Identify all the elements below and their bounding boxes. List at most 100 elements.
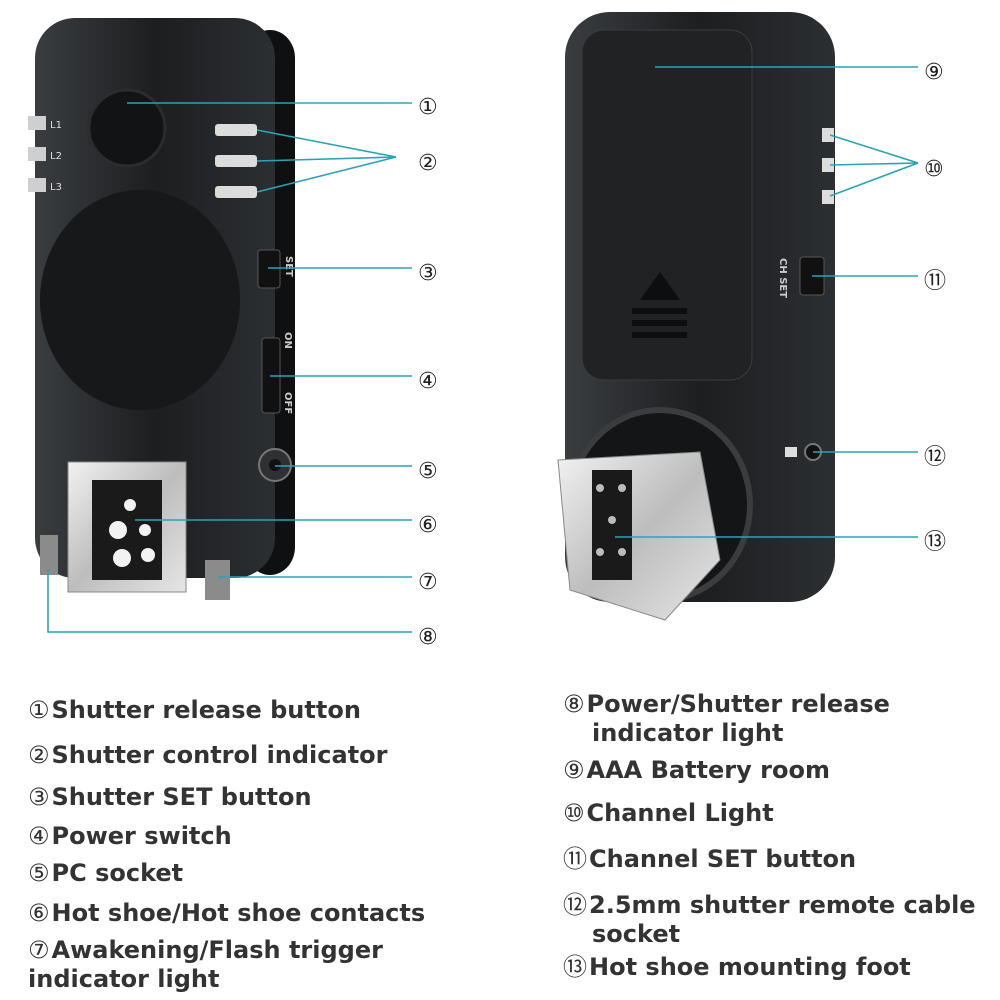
legend-text: Shutter control indicator xyxy=(51,741,388,769)
battery-arrow xyxy=(640,272,680,300)
legend-item-6: ⑥Hot shoe/Hot shoe contacts xyxy=(28,899,425,928)
mount-foot-pin xyxy=(608,516,616,524)
battery-cover xyxy=(581,29,753,381)
battery-grip-line xyxy=(632,320,687,326)
mount-foot-pin xyxy=(596,484,604,492)
mount-foot-pin xyxy=(618,548,626,556)
legend-text: PC socket xyxy=(51,859,184,887)
callout-2: ② xyxy=(418,151,438,176)
leader-lines xyxy=(47,66,919,633)
legend-num: ⑤ xyxy=(28,859,50,887)
callout-5: ⑤ xyxy=(418,459,438,484)
callout-3: ③ xyxy=(418,261,438,286)
awakening-light xyxy=(205,560,230,600)
back-view-device: CH SET xyxy=(557,12,835,621)
indicator-light-3 xyxy=(215,186,257,198)
front-grip-panel xyxy=(40,190,240,410)
legend-num: ⑨ xyxy=(563,756,585,784)
legend-num: ④ xyxy=(28,822,50,850)
off-label: OFF xyxy=(282,392,293,414)
legend-text-line2: indicator light xyxy=(592,719,784,747)
leader-10a xyxy=(829,134,919,164)
legend-num: ⑧ xyxy=(563,690,585,718)
indicator-light-2 xyxy=(215,155,257,167)
l3-light xyxy=(28,178,46,192)
callout-numbers: ① ② ③ ④ ⑤ ⑥ ⑦ ⑧ ⑨ ⑩ ⑪ ⑫ ⑬ xyxy=(418,60,946,650)
callout-10: ⑩ xyxy=(924,157,944,182)
callout-7: ⑦ xyxy=(418,570,438,595)
legend-item-1: ①Shutter release button xyxy=(28,696,361,725)
legend-text: Hot shoe mounting foot xyxy=(589,953,911,981)
l2-label: L2 xyxy=(50,151,62,162)
hot-shoe-contact xyxy=(113,549,131,567)
legend-num: ⑬ xyxy=(563,953,587,981)
legend-num: ③ xyxy=(28,783,50,811)
legend-num: ⑪ xyxy=(563,845,587,873)
l1-label: L1 xyxy=(50,120,62,131)
callout-11: ⑪ xyxy=(924,269,946,294)
legend-item-2: ②Shutter control indicator xyxy=(28,741,388,770)
legend-text: Power/Shutter release xyxy=(586,690,890,718)
legend-num: ② xyxy=(28,741,50,769)
indicator-light-1 xyxy=(215,124,257,136)
legend-item-8: ⑧Power/Shutter release indicator light xyxy=(563,690,890,748)
power-indicator-light xyxy=(40,535,58,575)
legend-text-line2: socket xyxy=(592,920,681,948)
shutter-release-button xyxy=(87,88,167,168)
hot-shoe-contact xyxy=(139,524,151,536)
ch-set-label: CH SET xyxy=(777,258,788,298)
device-diagram: L1 L2 L3 SET ON OFF xyxy=(28,12,946,650)
legend-item-9: ⑨AAA Battery room xyxy=(563,756,830,785)
leader-8 xyxy=(47,570,412,633)
legend-text: Shutter SET button xyxy=(51,783,312,811)
legend-text: Hot shoe/Hot shoe contacts xyxy=(51,899,426,927)
legend-item-7: ⑦Awakening/Flash trigger indicator light xyxy=(28,936,383,994)
callout-1: ① xyxy=(418,95,438,120)
legend-item-13: ⑬Hot shoe mounting foot xyxy=(563,953,911,982)
leader-10b xyxy=(829,162,919,166)
l3-label: L3 xyxy=(50,182,62,193)
legend-text: AAA Battery room xyxy=(586,756,830,784)
leader-2b xyxy=(256,156,397,162)
front-view-device: L1 L2 L3 SET ON OFF xyxy=(28,18,295,600)
legend-text: Shutter release button xyxy=(51,696,361,724)
callout-12: ⑫ xyxy=(924,445,946,470)
legend-num: ① xyxy=(28,696,50,724)
legend-item-10: ⑩Channel Light xyxy=(563,799,774,828)
legend-text: Channel SET button xyxy=(589,845,857,873)
channel-light-1 xyxy=(822,128,834,142)
legend-item-3: ③Shutter SET button xyxy=(28,783,312,812)
legend-num: ⑩ xyxy=(563,799,585,827)
legend-text: Power switch xyxy=(51,822,232,850)
leader-2c xyxy=(256,156,397,193)
legend-text-line2: indicator light xyxy=(28,965,220,993)
l2-light xyxy=(28,147,46,161)
legend-item-4: ④Power switch xyxy=(28,822,232,851)
leader-2a xyxy=(256,129,397,158)
legend-item-11: ⑪Channel SET button xyxy=(563,845,856,874)
legend-num: ⑫ xyxy=(563,891,587,919)
legend-item-12: ⑫2.5mm shutter remote cable socket xyxy=(563,891,976,949)
camera-icon xyxy=(785,447,797,457)
legend-item-5: ⑤PC socket xyxy=(28,859,183,888)
set-label: SET xyxy=(283,256,294,277)
channel-light-2 xyxy=(822,158,834,172)
on-label: ON xyxy=(282,332,293,349)
callout-6: ⑥ xyxy=(418,513,438,538)
legend-text: Awakening/Flash trigger xyxy=(51,936,383,964)
battery-grip-line xyxy=(632,308,687,314)
hot-shoe-contact xyxy=(124,499,136,511)
hot-shoe-contact xyxy=(141,548,155,562)
legend-num: ⑥ xyxy=(28,899,50,927)
l1-light xyxy=(28,116,46,130)
callout-13: ⑬ xyxy=(924,530,946,555)
legend-text: 2.5mm shutter remote cable xyxy=(589,891,976,919)
mount-foot-pin xyxy=(618,484,626,492)
shutter-set-button xyxy=(257,249,281,289)
legend-num: ⑦ xyxy=(28,936,50,964)
channel-light-3 xyxy=(822,190,834,204)
callout-8: ⑧ xyxy=(418,625,438,650)
mount-foot-pin xyxy=(596,548,604,556)
leader-10c xyxy=(829,162,919,197)
pc-socket-hole xyxy=(269,459,281,471)
